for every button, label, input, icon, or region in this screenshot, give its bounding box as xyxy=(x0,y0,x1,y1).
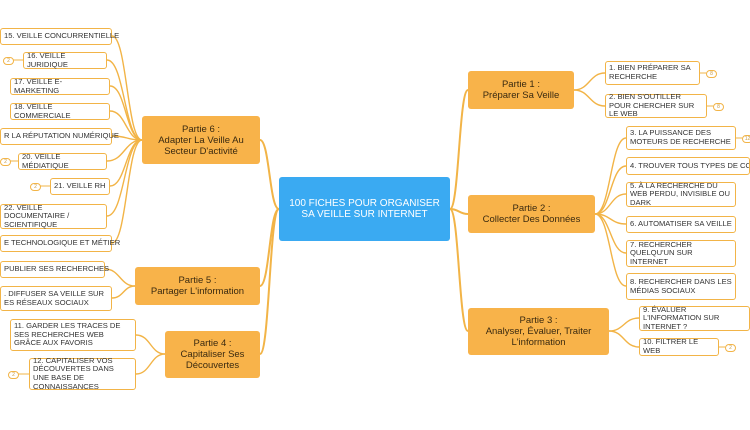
badge-leaf-20[interactable]: 2 xyxy=(0,158,11,166)
part-5-node[interactable]: Partie 5 : Partager L'information xyxy=(135,267,260,305)
leaf-5[interactable]: 5. À LA RECHERCHE DU WEB PERDU, INVISIBL… xyxy=(626,180,736,207)
connector-line xyxy=(594,165,627,215)
badge-leaf-1[interactable]: 8 xyxy=(706,70,717,78)
connector-line xyxy=(573,72,606,91)
connector-line xyxy=(135,334,166,355)
connector-line xyxy=(594,193,627,215)
connector-line xyxy=(104,268,136,287)
part-3-node[interactable]: Partie 3 : Analyser, Évaluer, Traiter L'… xyxy=(468,308,609,355)
leaf-15[interactable]: 15. VEILLE CONCURRENTIELLE xyxy=(0,28,119,45)
leaf-4[interactable]: 4. TROUVER TOUS TYPES DE CONT xyxy=(626,157,750,175)
badge-leaf-3[interactable]: 12 xyxy=(742,135,750,143)
leaf-8[interactable]: 8. RECHERCHER DANS LES MÉDIAS SOCIAUX xyxy=(626,273,736,300)
leaf-2[interactable]: 2. BIEN S'OUTILLER POUR CHERCHER SUR LE … xyxy=(605,92,707,118)
leaf-23[interactable]: E TECHNOLOGIQUE ET MÉTIER xyxy=(0,235,120,252)
connector-line xyxy=(106,139,143,217)
part-4-node[interactable]: Partie 4 : Capitaliser Ses Découvertes xyxy=(165,331,260,378)
part-1-node[interactable]: Partie 1 : Préparer Sa Veille xyxy=(468,71,574,109)
connector-line xyxy=(449,89,469,210)
connector-line xyxy=(135,353,166,375)
badge-leaf-21[interactable]: 2 xyxy=(30,183,41,191)
leaf-1[interactable]: 1. BIEN PRÉPARER SA RECHERCHE xyxy=(605,61,700,85)
leaf-6[interactable]: 6. AUTOMATISER SA VEILLE xyxy=(626,216,736,233)
leaf-7[interactable]: 7. RECHERCHER QUELQU'UN SUR INTERNET xyxy=(626,240,736,267)
leaf-12[interactable]: 12. CAPITALISER VOS DÉCOUVERTES DANS UNE… xyxy=(29,356,136,390)
badge-leaf-10[interactable]: 2 xyxy=(725,344,736,352)
connector-line xyxy=(608,330,640,348)
leaf-22[interactable]: 22. VEILLE DOCUMENTAIRE / SCIENTIFIQUE xyxy=(0,203,107,229)
leaf-9[interactable]: 9. ÉVALUER L'INFORMATION SUR INTERNET ? xyxy=(639,305,750,331)
leaf-14[interactable]: . DIFFUSER SA VEILLE SUR ES RÉSEAUX SOCI… xyxy=(0,286,112,311)
connector-line xyxy=(573,89,606,107)
central-topic[interactable]: 100 FICHES POUR ORGANISER SA VEILLE SUR … xyxy=(279,177,450,241)
connector-line xyxy=(111,35,143,141)
connector-line xyxy=(594,213,627,287)
connector-line xyxy=(109,110,143,141)
connector-line xyxy=(449,208,469,215)
connector-line xyxy=(259,139,280,210)
leaf-19[interactable]: R LA RÉPUTATION NUMÉRIQUE xyxy=(0,128,119,145)
connector-line xyxy=(109,139,143,187)
part-6-node[interactable]: Partie 6 : Adapter La Veille Au Secteur … xyxy=(142,116,260,164)
leaf-5-label: 5. À LA RECHERCHE DU WEB PERDU, INVISIBL… xyxy=(630,180,731,207)
badge-leaf-16[interactable]: 2 xyxy=(3,57,14,65)
badge-leaf-12[interactable]: 2 xyxy=(8,371,19,379)
leaf-18[interactable]: 18. VEILLE COMMERCIALE xyxy=(10,102,110,120)
connector-line xyxy=(608,317,640,332)
connector-line xyxy=(111,285,136,299)
leaf-10[interactable]: 10. FILTRER LE WEB xyxy=(639,338,719,356)
leaf-16[interactable]: 16. VEILLE JURIDIQUE xyxy=(23,51,107,69)
leaf-17[interactable]: 17. VEILLE E-MARKETING xyxy=(10,77,110,95)
leaf-11[interactable]: 11. GARDER LES TRACES DE SES RECHERCHES … xyxy=(10,319,136,351)
leaf-21[interactable]: 21. VEILLE RH xyxy=(50,178,110,195)
connector-line xyxy=(594,137,627,215)
part-2-node[interactable]: Partie 2 : Collecter Des Données xyxy=(468,195,595,233)
badge-leaf-2[interactable]: 8 xyxy=(713,103,724,111)
leaf-20[interactable]: 20. VEILLE MÉDIATIQUE xyxy=(18,152,107,170)
connector-line xyxy=(449,208,469,332)
connector-line xyxy=(259,208,280,355)
leaf-13[interactable]: PUBLIER SES RECHERCHES xyxy=(0,261,109,278)
connector-line xyxy=(111,139,143,244)
leaf-3[interactable]: 3. LA PUISSANCE DES MOTEURS DE RECHERCHE xyxy=(626,126,736,150)
